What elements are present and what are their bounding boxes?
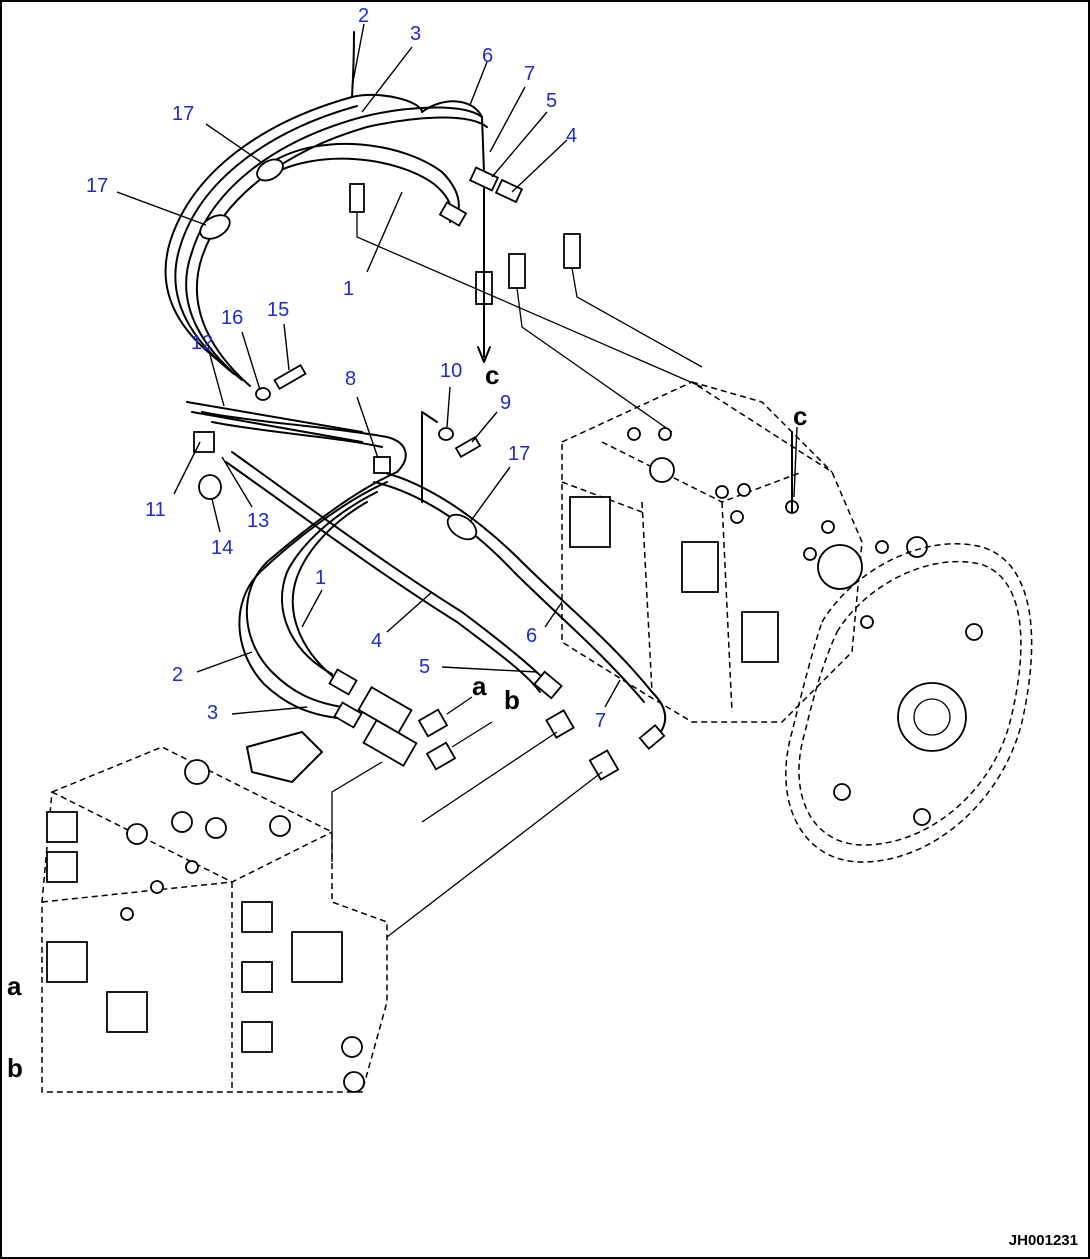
middle-hoses [201, 411, 667, 751]
callout-5-lower: 5 [419, 656, 430, 678]
callout-9: 9 [500, 392, 511, 414]
upper-hose-bundle [164, 31, 524, 387]
top-fittings [349, 183, 703, 433]
letter-b-valve: b [7, 1053, 23, 1083]
flywheel-housing [785, 543, 1033, 863]
callout-12: 12 [191, 332, 213, 354]
callout-5-top: 5 [546, 90, 557, 112]
callout-6-lower: 6 [526, 625, 537, 647]
callout-1-top: 1 [343, 278, 354, 300]
callout-2-top: 2 [358, 5, 369, 27]
callout-15: 15 [267, 299, 289, 321]
callout-10: 10 [440, 360, 462, 382]
callout-16: 16 [221, 307, 243, 329]
callout-11: 11 [145, 499, 166, 521]
letter-b-fitting: b [504, 685, 520, 715]
letter-a-valve: a [7, 971, 22, 1001]
callout-7-top: 7 [524, 63, 535, 85]
callout-7-lower: 7 [595, 710, 606, 732]
letter-c-pump: c [793, 401, 807, 431]
leader-lines [116, 23, 798, 715]
connection-letters: c c a b a b [7, 360, 807, 1083]
hydraulic-pump [561, 381, 928, 723]
callout-8: 8 [345, 368, 356, 390]
callout-2-lower: 2 [172, 664, 183, 686]
callout-labels: 2 3 6 7 5 4 17 17 1 16 15 12 8 10 9 17 1… [86, 5, 606, 732]
callout-4-top: 4 [566, 125, 577, 147]
lower-hose-loop [238, 471, 398, 729]
drawing-id: JH001231 [1008, 1232, 1078, 1249]
callout-3-lower: 3 [207, 702, 218, 724]
callout-14: 14 [211, 537, 233, 559]
callout-6-top: 6 [482, 45, 493, 67]
callout-4-lower: 4 [371, 630, 382, 652]
letter-c-upper: c [485, 360, 499, 390]
callout-1-lower: 1 [315, 567, 326, 589]
callout-3-top: 3 [410, 23, 421, 45]
letter-a-fitting: a [472, 671, 487, 701]
bracket [421, 411, 482, 503]
bolt-group-left [186, 363, 363, 500]
callout-13: 13 [247, 510, 269, 532]
callout-17-upper: 17 [172, 103, 194, 125]
callout-17-left: 17 [86, 175, 108, 197]
ab-fittings [331, 686, 620, 938]
callout-17-middle: 17 [508, 443, 530, 465]
control-valve [41, 731, 388, 1093]
